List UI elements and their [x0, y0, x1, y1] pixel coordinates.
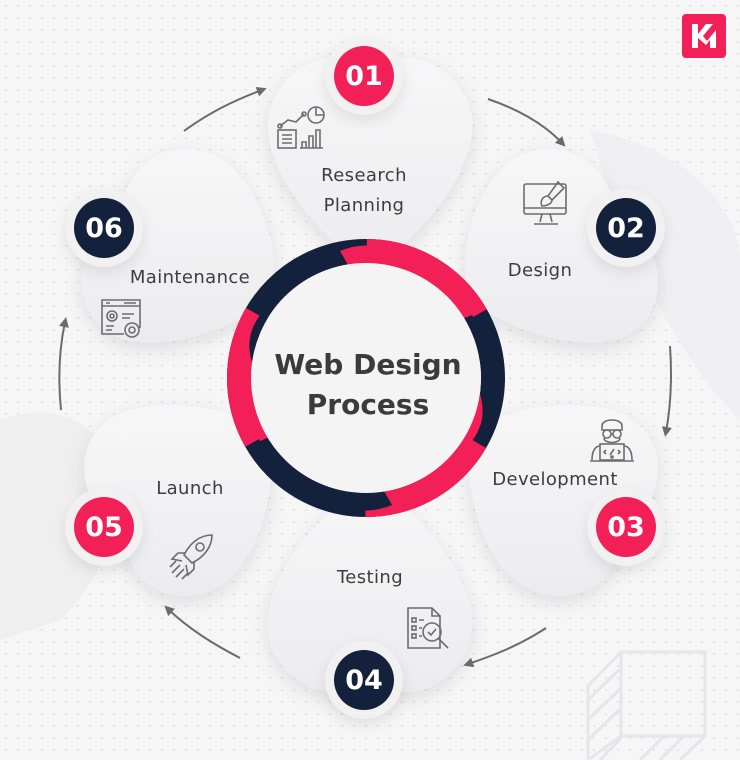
km-logo — [682, 14, 726, 58]
developer-laptop-icon — [590, 419, 634, 462]
diagram-title: Web Design Process — [250, 345, 486, 425]
step-05-badge: 05 — [74, 497, 134, 557]
flow-arrows — [58, 87, 672, 668]
arrow-05-to-06 — [58, 317, 69, 411]
petal-02 — [465, 148, 658, 343]
step-06-badge: 06 — [74, 198, 134, 258]
arrow-03-to-04 — [463, 627, 547, 668]
step-01-label: Research Planning — [304, 161, 424, 221]
research-chart-icon — [277, 106, 325, 149]
arrow-01-to-02 — [487, 98, 566, 147]
step-03-badge: 03 — [596, 497, 656, 557]
rocket-icon — [169, 534, 213, 580]
title-line-2: Process — [306, 388, 430, 421]
arrow-02-to-03 — [661, 345, 672, 437]
step-01-label-line-1: Research — [321, 165, 407, 186]
step-03-label: Development — [492, 469, 618, 490]
step-02-label: Design — [507, 260, 573, 281]
petal-05 — [84, 405, 273, 597]
monitor-brush-icon — [523, 180, 567, 225]
petal-01 — [267, 58, 473, 265]
step-02-badge: 02 — [596, 198, 656, 258]
step-06-label: Maintenance — [129, 267, 251, 288]
document-search-icon — [407, 607, 449, 649]
arrow-04-to-05 — [164, 605, 241, 659]
step-04-badge: 04 — [334, 650, 394, 710]
cube-decoration — [586, 650, 707, 760]
arrow-06-to-01 — [183, 87, 267, 132]
settings-window-icon — [101, 299, 141, 338]
title-line-1: Web Design — [274, 348, 462, 381]
km-logo-glyph — [692, 24, 716, 48]
step-04-label: Testing — [336, 567, 404, 588]
step-05-label: Launch — [156, 478, 224, 499]
petal-04 — [267, 485, 473, 692]
step-01-badge: 01 — [334, 46, 394, 106]
step-01-label-line-2: Planning — [323, 195, 405, 216]
petal-06 — [82, 148, 275, 343]
